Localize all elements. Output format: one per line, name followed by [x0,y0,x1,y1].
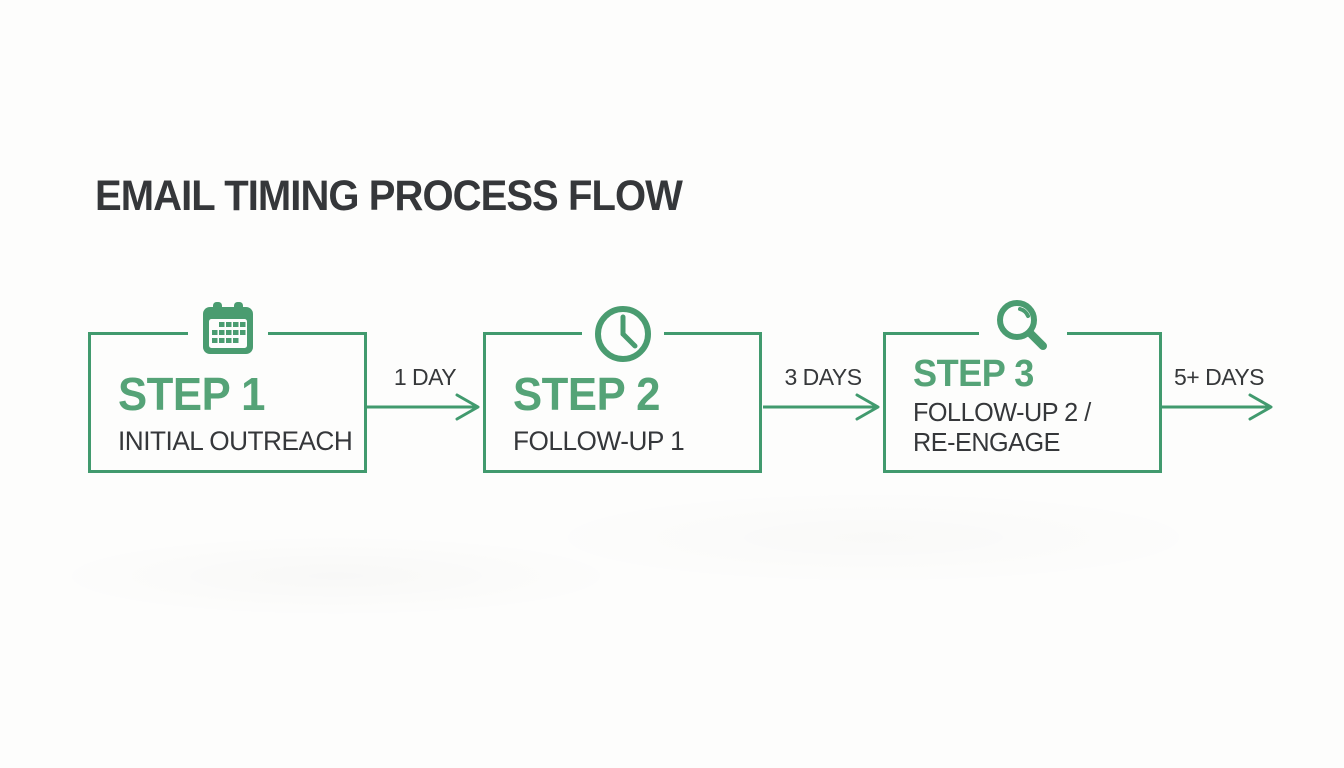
connector-2: 3 DAYS [763,363,883,421]
arrow-label-3-days: 3 DAYS [784,364,862,390]
arrow-label-1-day: 1 DAY [393,364,457,390]
magnifier-icon [978,296,1067,360]
step-3-box: STEP 3 FOLLOW-UP 2 / RE-ENGAGE [883,296,1162,473]
clock-icon [581,305,664,363]
arrow-right-icon [367,393,480,421]
step-subtitle-line-1: FOLLOW-UP 2 / [913,397,1091,427]
step-subtitle-line-2: RE-ENGAGE [913,427,1060,457]
step-title: STEP 2 [513,368,660,420]
step-title: STEP 3 [913,353,1034,395]
arrow-right-icon [1162,393,1273,421]
arrow-right-icon [763,393,880,421]
step-2-box: STEP 2 FOLLOW-UP 1 [483,305,762,473]
arrow-label-5-plus-days: 5+ DAYS [1173,364,1265,390]
connector-3: 5+ DAYS [1162,363,1276,421]
step-1-box: STEP 1 INITIAL OUTREACH [88,302,367,473]
calendar-icon [187,302,268,356]
step-title: STEP 1 [118,368,265,420]
step-subtitle: FOLLOW-UP 1 [513,426,685,456]
connector-1: 1 DAY [367,363,483,421]
step-subtitle: FOLLOW-UP 2 / RE-ENGAGE [913,397,1091,457]
step-subtitle: INITIAL OUTREACH [118,426,353,456]
page-title: EMAIL TIMING PROCESS FLOW [95,172,683,220]
